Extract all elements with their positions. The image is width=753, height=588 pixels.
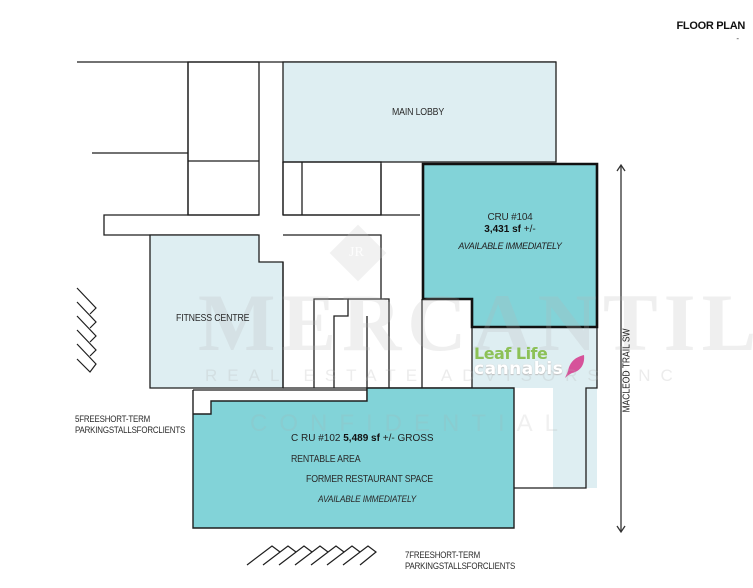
- main-lobby-area: [282, 61, 557, 163]
- main-lobby-label: MAIN LOBBY: [392, 107, 445, 118]
- cru-104-area-line: 3,431 sf +/-: [423, 224, 597, 235]
- cru-104-info: CRU #104 3,431 sf +/- AVAILABLE IMMEDIAT…: [423, 212, 597, 251]
- cru-104-area: [421, 162, 599, 329]
- cru-102-area-suffix: +/- GROSS: [382, 433, 434, 444]
- watermark-brand: MERCANTILE: [198, 277, 753, 368]
- street-label: MACLEOD TRAIL SW: [621, 328, 633, 413]
- tenant-logo-line2: cannabis: [474, 359, 564, 379]
- fitness-centre-label: FITNESS CENTRE: [176, 313, 250, 324]
- cru-104-name: CRU #104: [487, 212, 533, 223]
- cru-102-status: AVAILABLE IMMEDIATELY: [318, 494, 417, 505]
- cru-102-former-use: FORMER RESTAURANT SPACE: [306, 474, 433, 485]
- cru-104-area-suffix: +/-: [523, 224, 536, 235]
- parking-bottom-line2: PARKINGSTALLSFORCLIENTS: [405, 561, 516, 571]
- cru-102-title-line: C RU #102 5,489 sf +/- GROSS: [291, 433, 434, 444]
- cru-102-rentable: RENTABLE AREA: [291, 454, 361, 465]
- parking-left-line2: PARKINGSTALLSFORCLIENTS: [75, 425, 186, 435]
- parking-left-line1: 5FREESHORT-TERM: [75, 414, 151, 424]
- parking-bottom-line1: 7FREESHORT-TERM: [405, 550, 481, 560]
- cru-104-area: 3,431 sf: [484, 224, 521, 235]
- angled-parking-stalls-icon: [246, 545, 377, 566]
- watermark-tagline: REAL ESTATE ADVISORS INC: [205, 366, 683, 385]
- double-arrow-vertical-icon: [616, 163, 626, 534]
- leaf-icon: [565, 355, 585, 378]
- cru-102-area: [192, 387, 515, 529]
- tenant-logo-line1: Leaf Life: [474, 344, 548, 363]
- watermark-logo: JR: [349, 245, 364, 260]
- watermark-notice: CONFIDENTIAL: [250, 410, 571, 437]
- cru-104-status: AVAILABLE IMMEDIATELY: [458, 241, 562, 251]
- page-title: FLOOR PLAN: [676, 20, 746, 32]
- cru-102-area: 5,489 sf: [343, 433, 380, 444]
- title-mark: -: [736, 34, 739, 43]
- cru-102-name: C RU #102: [291, 433, 341, 444]
- angled-parking-stalls-icon: [76, 287, 97, 373]
